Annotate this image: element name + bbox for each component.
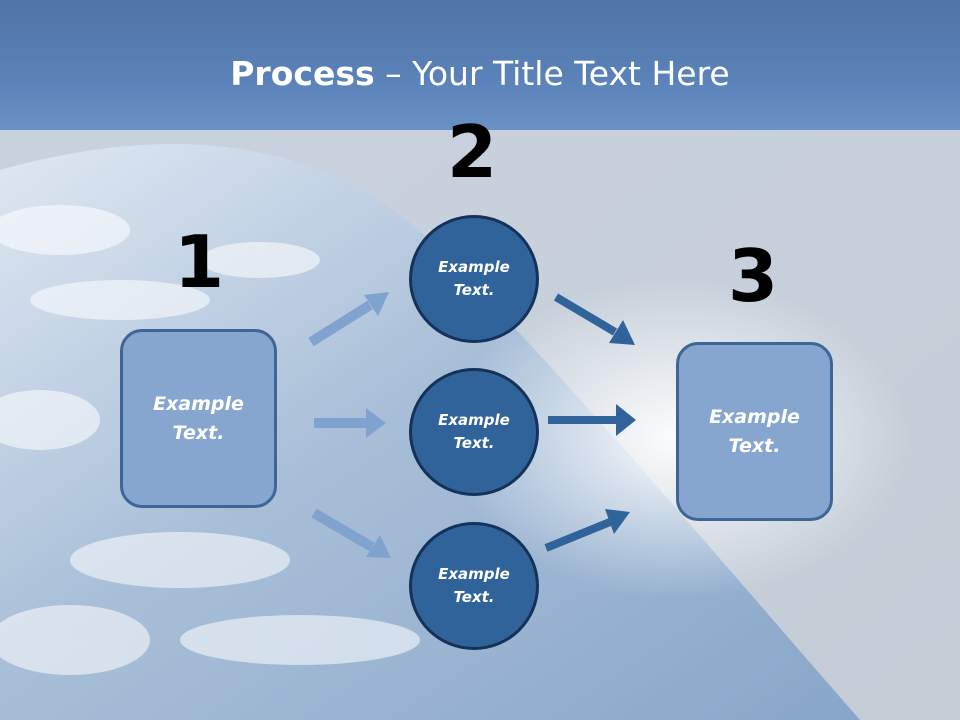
circle-middle-line1: Example xyxy=(438,411,510,429)
arrow-left-to-bottom xyxy=(311,508,391,558)
arrow-bottom-to-right xyxy=(544,509,630,552)
step-number-1: 1 xyxy=(173,220,225,304)
circle-middle: Example Text. xyxy=(409,368,539,496)
title-bold: Process xyxy=(230,54,375,93)
circle-top: Example Text. xyxy=(409,215,539,343)
slide-title: Process – Your Title Text Here xyxy=(0,52,960,96)
arrow-top-to-right xyxy=(553,293,635,345)
circle-bottom: Example Text. xyxy=(409,522,539,650)
title-rest: – Your Title Text Here xyxy=(374,54,730,93)
step-number-2: 2 xyxy=(446,110,498,194)
arrow-left-to-middle xyxy=(314,408,386,438)
arrow-middle-to-right xyxy=(548,404,636,436)
left-box-line1: Example xyxy=(153,392,244,415)
right-box: Example Text. xyxy=(676,342,833,521)
circle-bottom-line2: Text. xyxy=(453,588,495,606)
right-box-line2: Text. xyxy=(728,434,781,457)
step-number-3: 3 xyxy=(727,234,779,318)
circle-middle-line2: Text. xyxy=(453,434,495,452)
circle-top-line1: Example xyxy=(438,258,510,276)
arrow-left-to-top xyxy=(308,292,389,347)
left-box-line2: Text. xyxy=(172,421,225,444)
right-box-line1: Example xyxy=(709,405,800,428)
circle-bottom-line1: Example xyxy=(438,565,510,583)
circle-top-line2: Text. xyxy=(453,281,495,299)
title-bar xyxy=(0,0,960,130)
left-box: Example Text. xyxy=(120,329,277,508)
